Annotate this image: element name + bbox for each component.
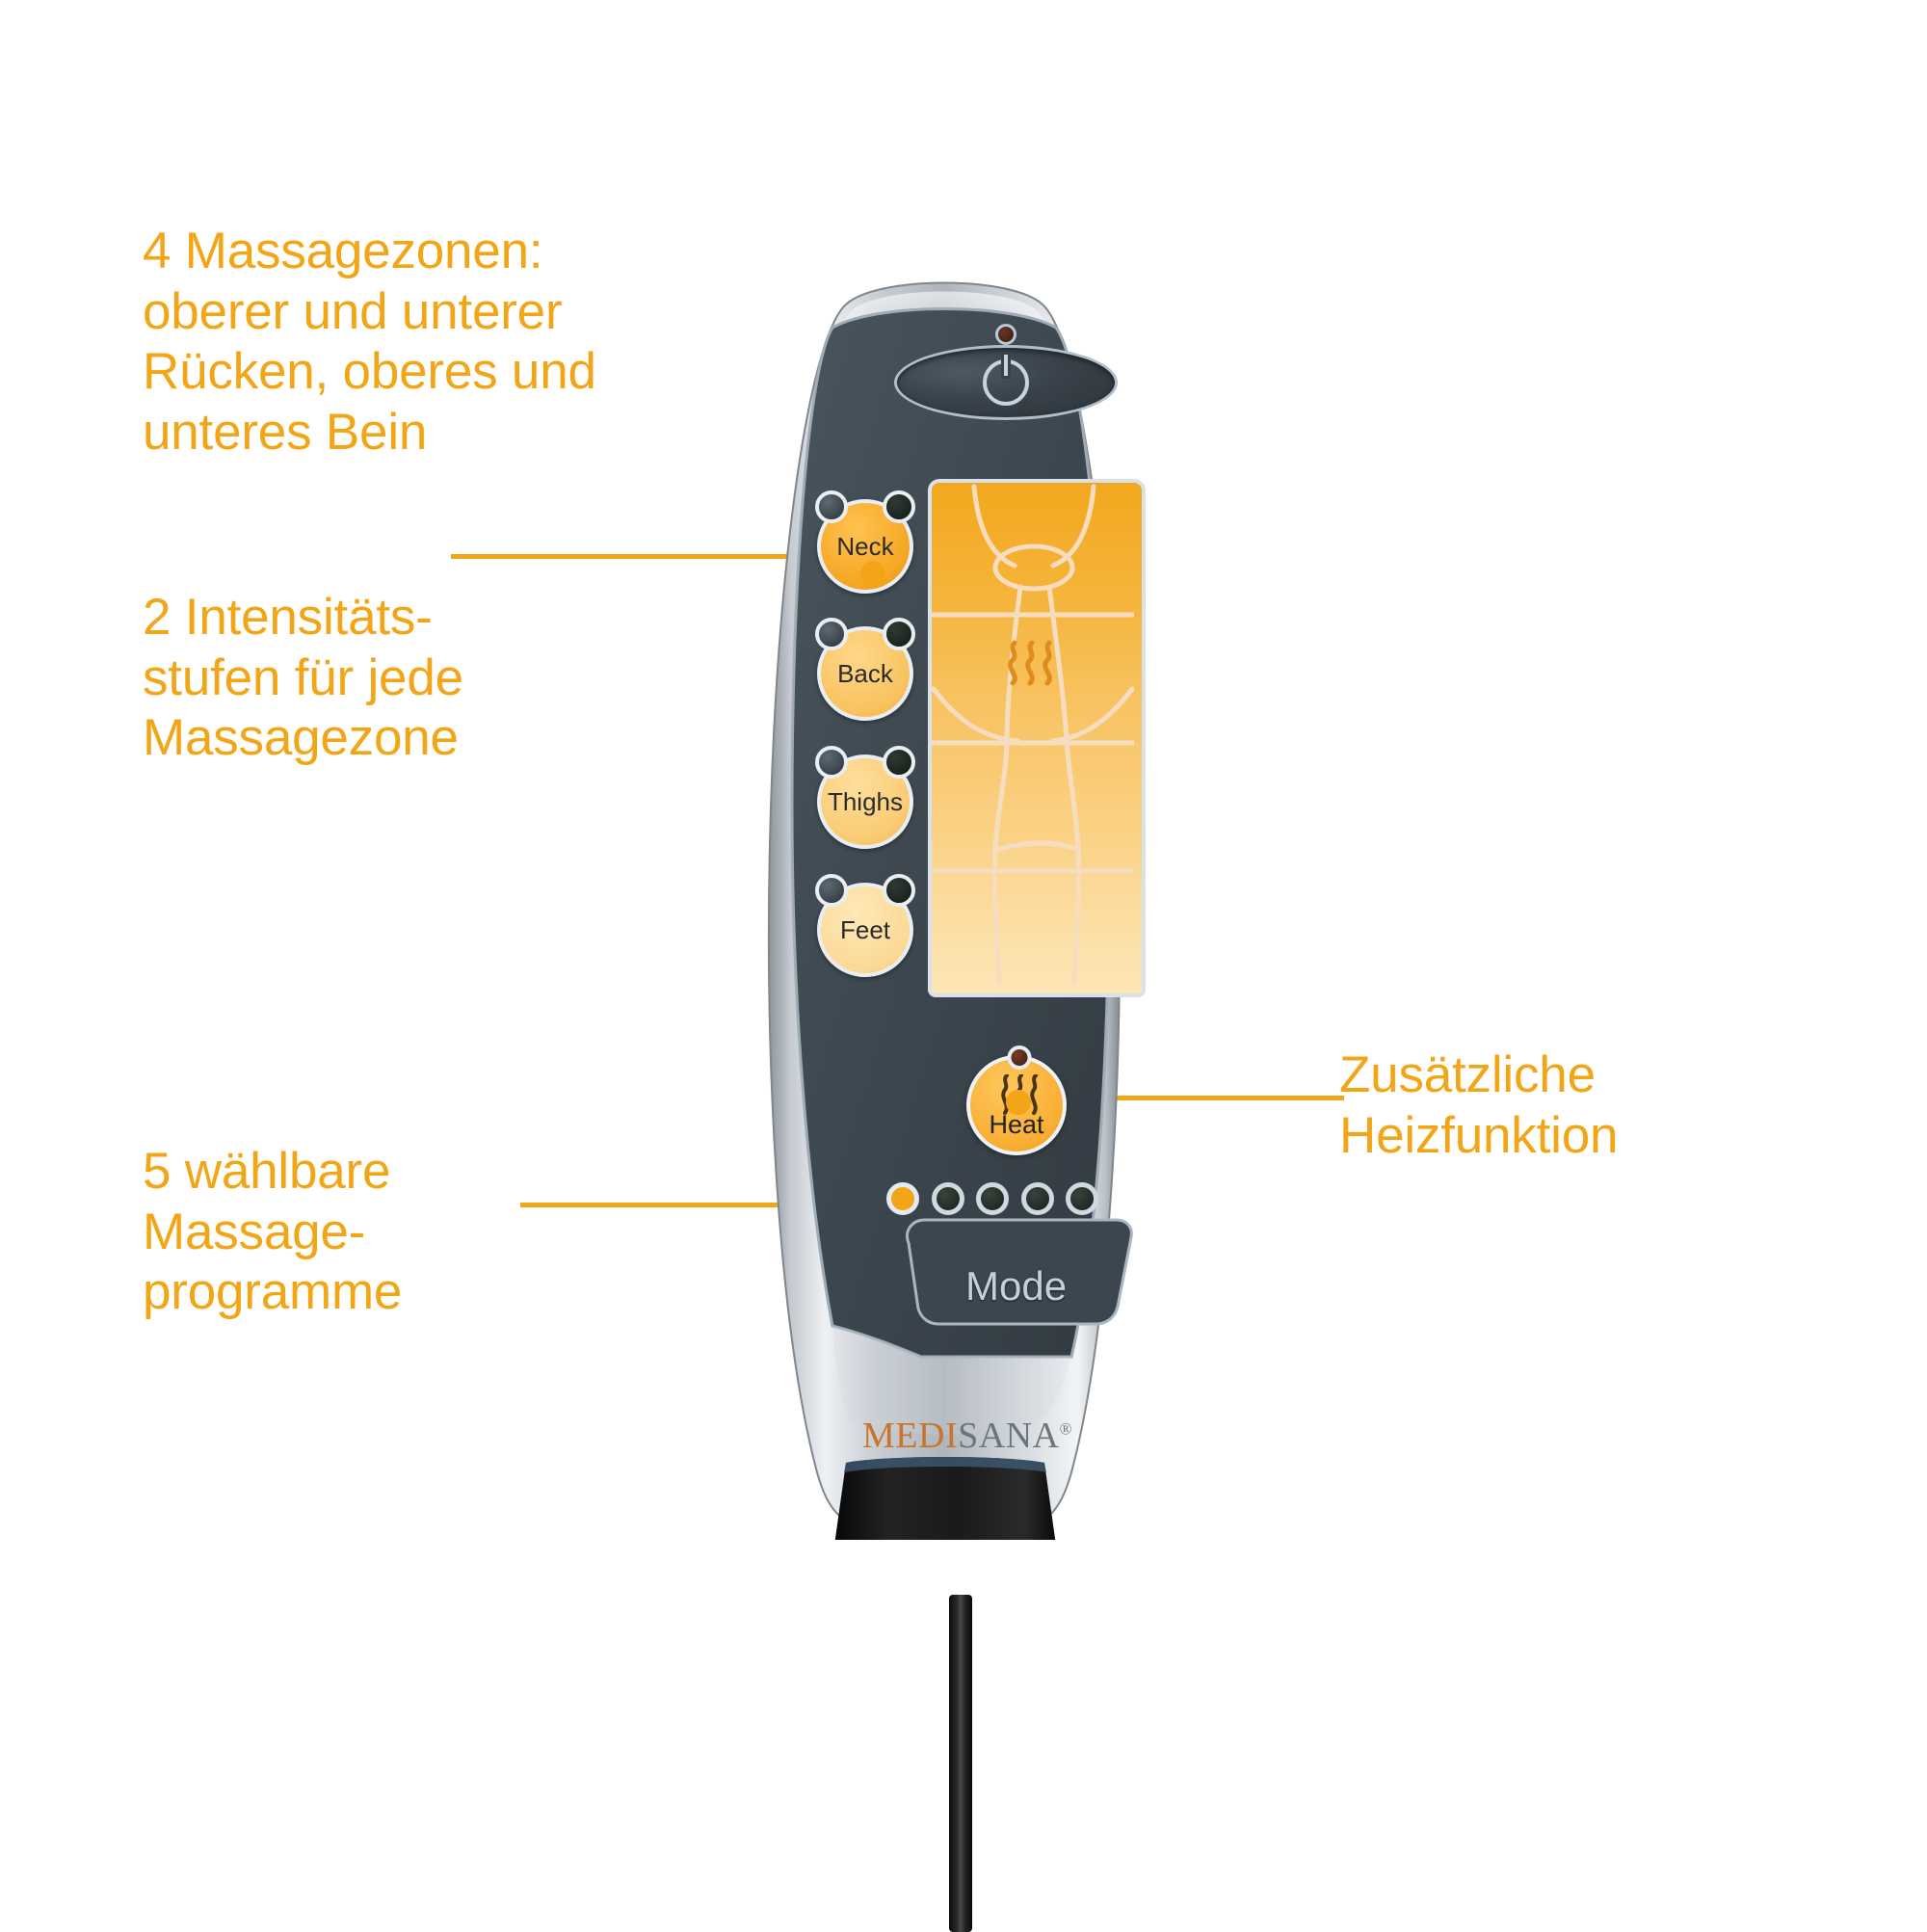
panel-bottom-sweep xyxy=(832,1326,1071,1435)
zone-button-neck[interactable]: Neck xyxy=(815,490,915,594)
brand-registered-mark: ® xyxy=(1059,1419,1072,1439)
zone-button-thighs[interactable]: Thighs xyxy=(815,746,915,849)
leader-line-massage-programs xyxy=(520,1203,915,1207)
annotation-intensity-levels: 2 Intensitäts- stufen für jede Massagezo… xyxy=(143,589,463,767)
feet-led-left-icon xyxy=(815,874,848,907)
zone-button-neck-label: Neck xyxy=(836,531,894,561)
mode-button-label: Mode xyxy=(965,1263,1068,1309)
body-outline-torso-left xyxy=(991,584,1023,986)
feet-led-right-icon xyxy=(883,874,915,907)
body-outline-hip-right xyxy=(1050,686,1134,744)
zone-button-feet-label: Feet xyxy=(839,914,891,944)
power-button[interactable] xyxy=(894,345,1118,420)
body-outline-hip-left xyxy=(932,686,1021,744)
base-seam xyxy=(844,1457,1046,1472)
back-led-left-icon xyxy=(815,618,848,650)
heat-button[interactable]: Heat xyxy=(966,1045,1072,1163)
leader-endpoint-heat xyxy=(1006,1090,1031,1115)
body-outline-head xyxy=(992,543,1075,592)
leader-line-heat-function xyxy=(1060,1096,1344,1100)
brand-logo: MEDISANA® xyxy=(862,1415,1072,1457)
remote-base xyxy=(834,1457,1056,1540)
body-zone-display xyxy=(928,479,1146,997)
zone-button-back[interactable]: Back xyxy=(815,618,915,721)
heat-button-label: Heat xyxy=(989,1110,1044,1139)
leader-line-massage-zones xyxy=(451,554,884,559)
brand-prefix: MEDI xyxy=(862,1416,959,1456)
program-led-2 xyxy=(931,1182,964,1215)
back-led-right-icon xyxy=(883,618,915,650)
heat-waves-icon xyxy=(1008,640,1052,686)
zone-button-feet[interactable]: Feet xyxy=(815,874,915,977)
leader-endpoint-neck xyxy=(860,561,885,586)
body-outline-knee xyxy=(996,840,1081,852)
power-cable xyxy=(949,1595,972,1932)
annotation-heat-function: Zusätzliche Heizfunktion xyxy=(1339,1046,1619,1164)
mode-button[interactable]: Mode xyxy=(906,1238,1118,1335)
program-led-5 xyxy=(1066,1182,1098,1215)
thighs-led-right-icon xyxy=(883,746,915,779)
neck-led-right-icon xyxy=(883,490,915,523)
power-led-indicator xyxy=(995,324,1016,345)
power-icon xyxy=(983,359,1029,406)
program-led-1 xyxy=(886,1182,919,1215)
mode-button-shape[interactable] xyxy=(906,1218,1133,1326)
program-led-4 xyxy=(1020,1182,1054,1215)
zone-button-thighs-label: Thighs xyxy=(827,786,904,816)
program-led-row xyxy=(886,1182,1098,1215)
neck-led-left-icon xyxy=(815,490,848,523)
body-outline-shoulder-left xyxy=(971,484,1017,569)
body-outline-torso-right xyxy=(1046,584,1082,986)
annotation-massage-zones: 4 Massagezonen: oberer und unterer Rücke… xyxy=(143,223,596,461)
thighs-led-left-icon xyxy=(815,746,848,779)
heat-led-indicator xyxy=(1007,1045,1032,1070)
annotation-massage-programs: 5 wählbare Massage- programme xyxy=(143,1143,403,1321)
program-led-3 xyxy=(976,1182,1009,1215)
zone-button-back-label: Back xyxy=(837,658,893,688)
body-outline-shoulder-right xyxy=(1050,484,1096,569)
brand-suffix: SANA xyxy=(958,1416,1060,1456)
